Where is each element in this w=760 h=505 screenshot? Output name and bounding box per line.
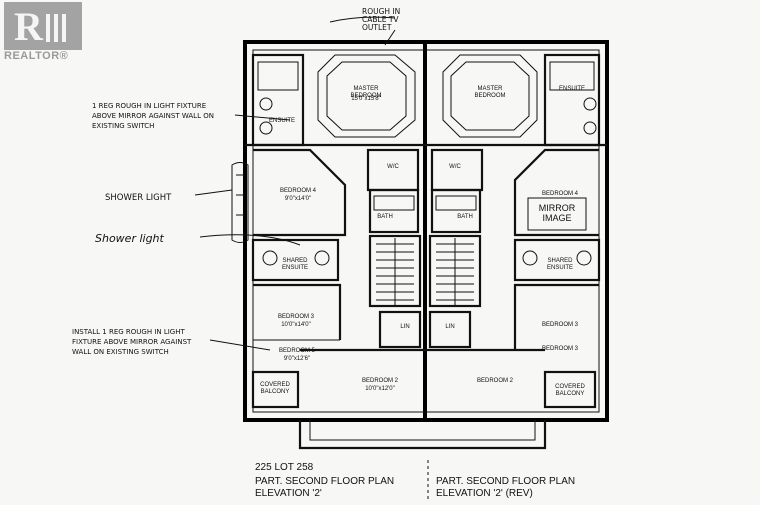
label-bedroom4-right: BEDROOM 4 <box>542 191 579 197</box>
realtor-logo-text: REALTOR® <box>4 50 69 62</box>
annotation-shower-light-1: SHOWER LIGHT <box>105 193 172 203</box>
label-bedroom2-right: BEDROOM 2 <box>477 378 514 384</box>
footer-left-elev: ELEVATION '2' <box>255 488 322 499</box>
label-bedroom5-left: BEDROOM 5 <box>279 348 316 354</box>
label-bedroom3b-right: BEDROOM 3 <box>542 346 579 352</box>
svg-text:R: R <box>14 4 44 49</box>
label-lin-right: LIN <box>445 324 454 330</box>
label-ensuite-left: ENSUITE <box>269 118 295 124</box>
label-bedroom5-dim-left: 9'0"x12'6" <box>284 356 310 362</box>
label-bedroom4-left: BEDROOM 4 <box>280 188 317 194</box>
label-master-dim-left: 15'0"x15'8" <box>351 96 381 102</box>
label-bath-left: BATH <box>377 214 393 220</box>
label-bedroom3-left: BEDROOM 3 <box>278 314 315 320</box>
realtor-logo-icon: R <box>4 2 82 50</box>
label-bedroom4-dim-left: 9'0"x14'0" <box>285 196 311 202</box>
right-unit <box>425 53 607 409</box>
footer-left-title: PART. SECOND FLOOR PLAN <box>255 476 394 487</box>
label-wic-right: W/C <box>449 164 461 170</box>
label-bedroom3a-right: BEDROOM 3 <box>542 322 579 328</box>
left-unit <box>231 53 425 409</box>
footer-lot: 225 LOT 258 <box>255 462 314 473</box>
label-ensuite-right: ENSUITE <box>559 86 585 92</box>
label-lin-left: LIN <box>400 324 409 330</box>
label-bedroom2-left: BEDROOM 2 <box>362 378 399 384</box>
footer-right-title: PART. SECOND FLOOR PLAN <box>436 476 575 487</box>
realtor-logo: R <box>4 2 82 62</box>
label-bath-right: BATH <box>457 214 473 220</box>
annotation-shower-light-2: Shower light <box>95 232 165 245</box>
exterior-walls <box>243 40 609 450</box>
footer-right-elev: ELEVATION '2' (REV) <box>436 488 533 499</box>
label-bedroom2-dim-left: 10'0"x12'0" <box>365 386 395 392</box>
annotation-leaders <box>194 16 396 351</box>
label-bedroom3-dim-left: 10'0"x14'0" <box>281 322 311 328</box>
label-wic-left: W/C <box>387 164 399 170</box>
